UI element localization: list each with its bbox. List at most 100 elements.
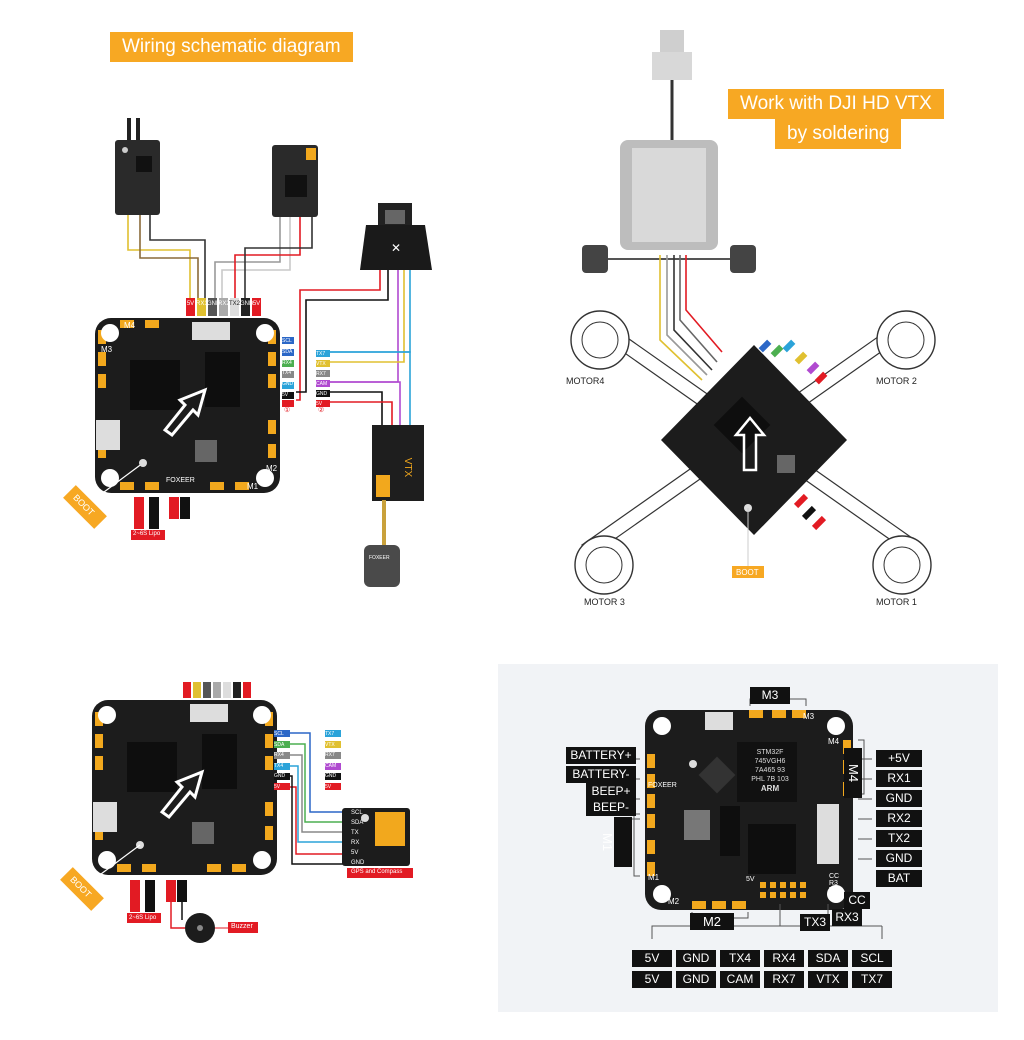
q4-right-tx2: TX2 [876, 830, 922, 847]
q1-label-m3: M3 [101, 345, 113, 354]
q3-pad-5v: 5V [274, 783, 281, 790]
q1-label-m1: M1 [247, 482, 259, 491]
q4-row2-gnd: GND [676, 971, 716, 988]
q1-top-pads [186, 298, 261, 316]
q1-pad-rx4: RX4 [282, 359, 292, 366]
q1-battery-pads [131, 497, 190, 540]
q4-row1-scl: SCL [852, 950, 892, 967]
fpv-camera: ✕ [360, 203, 432, 270]
q4-row2-vtx: VTX [808, 971, 848, 988]
q2-title-line1: Work with DJI HD VTX [728, 89, 944, 119]
q3-right-pads [274, 730, 341, 790]
q2-motor3-label: MOTOR 3 [584, 597, 625, 607]
q2-title-line2: by soldering [775, 119, 902, 149]
q1-pad-tx7: TX7 [316, 351, 326, 357]
q3-gps-wires [290, 732, 345, 865]
q2-motor1-label: MOTOR 1 [876, 597, 917, 607]
gps-pin-tx: TX [351, 830, 359, 836]
q2-boot-label: BOOT [736, 568, 759, 577]
q4-row1-sda: SDA [808, 950, 848, 967]
q3-top-pads [183, 682, 251, 698]
q4-board-cc: CC [829, 873, 840, 880]
q4-row1-rx4: RX4 [764, 950, 804, 967]
q2-motors [570, 310, 936, 595]
q3-pad-cam: CAM [325, 762, 337, 769]
q4-right-rx2: RX2 [876, 810, 922, 827]
chip-line-3: 7A465 93 [755, 767, 785, 774]
q1-pad-5v: 5V [186, 301, 195, 307]
q3-pad-vtx: VTX [325, 741, 335, 748]
q1-flight-controller [95, 318, 280, 493]
q1-pad-tx2: TX2 [229, 301, 241, 307]
q1-lipo-label: 2~6S Lipo [133, 531, 161, 537]
chip-line-2: 745VGH6 [754, 758, 786, 765]
q1-antenna-brand: FOXEER [369, 555, 390, 561]
q4-right-rx1: RX1 [876, 770, 922, 787]
q2-colored-pads [758, 339, 828, 531]
gps-pin-gnd: GND [351, 860, 365, 866]
q4-bottom-motor-m2: M2 [690, 913, 734, 930]
q4-left-motor-m1: M1 [600, 817, 632, 867]
gps-pin-scl: SCL [351, 810, 363, 816]
q3-lipo-label: 2~6S Lipo [129, 915, 157, 921]
receiver-crossfire [272, 145, 318, 217]
q3-pad-5v2: 5V [325, 783, 332, 790]
q2-motor4-label: MOTOR4 [566, 376, 605, 386]
q4-tx3: TX3 [800, 914, 830, 931]
q4-board-m4: M4 [828, 737, 840, 746]
analog-vtx [364, 425, 424, 587]
q4-board-m2: M2 [668, 897, 680, 906]
q4-left-beep-minus: BEEP- [586, 799, 636, 816]
q1-pad-rx1: RX1 [196, 301, 208, 307]
q1-right-pads [282, 337, 330, 407]
buzzer-label: Buzzer [231, 923, 253, 930]
q1-pad-rx2: RX2 [218, 301, 230, 307]
q2-motor2-label: MOTOR 2 [876, 376, 917, 386]
q4-top-m3: M3 [750, 687, 790, 704]
dji-hd-vtx [582, 30, 756, 273]
q3-battery-pads [127, 880, 258, 943]
svg-text:✕: ✕ [391, 241, 401, 255]
q3-gps-diagram [60, 682, 413, 943]
q4-board-foxeer: FOXEER [648, 782, 677, 789]
chip-line-5: ARM [760, 784, 780, 793]
q4-board-5v: 5V [746, 876, 755, 883]
q3-pad-tx7: TX7 [325, 731, 335, 737]
q4-pinout-board [622, 698, 883, 939]
q4-row1-5v: 5V [632, 950, 672, 967]
q4-rx3: RX3 [832, 909, 862, 926]
q4-row2-cam: CAM [720, 971, 760, 988]
q4-row1-gnd: GND [676, 950, 716, 967]
q1-pad-vtx: VTX [316, 361, 326, 367]
q4-row2: 5V GND CAM RX7 VTX TX7 [632, 971, 892, 989]
q1-boot-tag [63, 459, 147, 529]
q4-board-m1: M1 [648, 873, 660, 882]
q1-wiring-diagram: ✕ [63, 118, 432, 587]
receiver-wires [127, 215, 313, 300]
q3-pad-tx4: TX4 [274, 762, 284, 769]
q2-flight-controller [661, 345, 847, 578]
gps-module [342, 808, 413, 878]
cam-vtx-wires [296, 270, 411, 425]
q4-row1: 5V GND TX4 RX4 SDA SCL [632, 950, 892, 968]
q4-right-gnd2: GND [876, 850, 922, 867]
q4-right-gnd: GND [876, 790, 922, 807]
q1-pad-gnd3: GND [282, 381, 294, 388]
q3-pad-rx7: RX7 [325, 752, 335, 759]
q4-left-beep-plus: BEEP+ [586, 783, 636, 800]
q1-pad-5v3: 5V [282, 391, 289, 398]
gps-pin-5v: 5V [351, 850, 359, 856]
gps-label: GPS and Compass [351, 869, 403, 875]
q4-row2-5v: 5V [632, 971, 672, 988]
gps-pin-rx: RX [351, 840, 360, 846]
q1-title-banner: Wiring schematic diagram [110, 32, 353, 62]
q4-row2-rx7: RX7 [764, 971, 804, 988]
q3-pad-rx4: RX4 [274, 752, 284, 759]
q1-vtx-name: VTX [402, 457, 414, 478]
q1-pad-cam: CAM [316, 381, 328, 387]
q3-pad-sda: SDA [274, 741, 285, 748]
q3-pad-scl: SCL [274, 731, 284, 737]
q1-pad-gnd2: GND [240, 301, 254, 307]
q1-pad-gnd4: GND [316, 391, 328, 397]
q1-label-m2: M2 [266, 464, 278, 473]
